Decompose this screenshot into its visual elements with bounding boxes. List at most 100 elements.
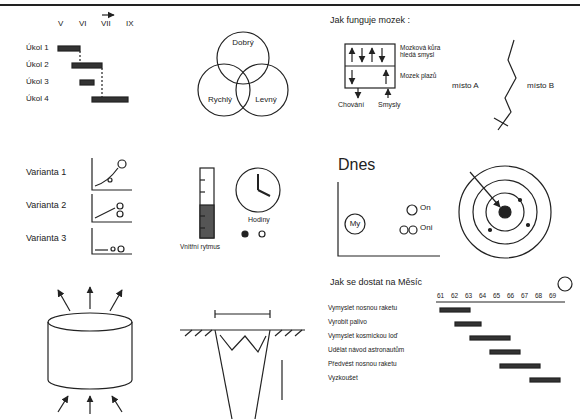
pit-sketch-part: [281, 360, 282, 400]
river-line-part: [494, 118, 508, 126]
task-label: Úkol 1: [26, 44, 49, 53]
group-circle: My: [344, 213, 366, 235]
clock-sketch-part: [242, 231, 248, 237]
venn-circle: Dobrý: [216, 31, 270, 85]
top-rule: [0, 4, 580, 6]
moon-plan-part: [490, 350, 520, 354]
clock-sketch-part: [236, 168, 280, 212]
sketch-art-part: [0, 5, 580, 419]
gantt-sketch-part: [102, 14, 114, 15]
cylinder-sketch: [48, 287, 132, 414]
cylinder-sketch-part: [131, 322, 132, 380]
task-label: Úkol 2: [26, 61, 49, 70]
clock-sketch-part: [200, 168, 214, 238]
input-label: Smysly: [378, 101, 401, 109]
brain-sketch-part: [361, 48, 362, 62]
clock-sketch-part: [257, 174, 259, 190]
brain-sketch-part: [371, 48, 372, 62]
pit-sketch-part: [180, 329, 305, 330]
variant-graphs-part: [118, 246, 124, 252]
circle-outline: [217, 32, 269, 84]
column-label: VII: [101, 20, 111, 29]
year-label: 69: [549, 292, 556, 299]
cylinder-sketch-part: [58, 396, 68, 412]
brain-sketch-part: [345, 44, 395, 88]
today-chart-part: [409, 226, 417, 234]
clock-label: Hodiny: [248, 216, 270, 224]
variant-graphs-part: [92, 228, 132, 254]
moon-plan-part: [530, 378, 560, 382]
river-line-part: [498, 40, 516, 130]
target-sketch-part: [473, 180, 537, 244]
cylinder-sketch-part: [48, 380, 132, 389]
cylinder-sketch-part: [48, 313, 132, 331]
today-chart-part: [338, 182, 440, 256]
pit-sketch: [180, 310, 305, 419]
pit-sketch-part: [195, 330, 202, 336]
circle-label: Rychlý: [208, 96, 232, 105]
clock-sketch-part: [200, 215, 205, 216]
pit-sketch-part: [269, 310, 270, 318]
brain-sketch-part: [387, 89, 388, 98]
variant-graphs-part: [118, 160, 126, 168]
column-label: VI: [79, 20, 87, 29]
target-sketch-part: [489, 229, 492, 232]
variant-graphs-part: [92, 158, 132, 190]
variant-label: Varianta 1: [26, 168, 66, 178]
clock-sketch: [200, 168, 280, 238]
today-chart-part: [407, 205, 417, 215]
year-label: 64: [479, 292, 486, 299]
variant-graphs: [92, 158, 132, 254]
step-label: Vyrobit palivo: [328, 318, 367, 325]
circle-label: Dobrý: [232, 39, 253, 48]
year-label: 66: [507, 292, 514, 299]
pit-sketch-part: [185, 330, 192, 336]
brain-sketch-part: [385, 70, 386, 84]
variant-graphs-part: [117, 203, 123, 209]
clock-sketch-part: [200, 205, 214, 238]
target-sketch-part: [459, 166, 551, 258]
pit-sketch-part: [215, 330, 232, 419]
cylinder-sketch-part: [112, 396, 122, 412]
cylinder-sketch-part: [89, 287, 90, 309]
task-label: Úkol 4: [26, 95, 49, 104]
year-label: 62: [451, 292, 458, 299]
cylinder-sketch-part: [58, 290, 70, 311]
group-label: Oni: [420, 224, 432, 233]
pit-sketch-part: [295, 330, 302, 336]
circle-label: Levný: [255, 96, 276, 105]
pit-sketch-part: [275, 330, 282, 336]
venn-circle: Levný: [235, 63, 289, 117]
variant-graphs-part: [95, 208, 115, 218]
moon-plan-part: [436, 301, 565, 302]
group-label: On: [420, 204, 431, 213]
pit-sketch-part: [205, 330, 212, 336]
gantt-sketch-part: [79, 51, 80, 63]
circle-outline: [197, 63, 251, 117]
moon-plan-part: [500, 364, 540, 368]
variant-label: Varianta 2: [26, 201, 66, 211]
year-label: 68: [535, 292, 542, 299]
step-label: Udělat návod astronautům: [328, 346, 404, 353]
today-chart-part: [400, 226, 408, 234]
variant-graphs-part: [108, 178, 112, 182]
moon-plan-part: [470, 336, 510, 340]
moon-plan-part: [455, 322, 481, 326]
target-sketch-part: [519, 199, 522, 202]
clock-sketch-part: [200, 227, 205, 228]
brain-sketch-part: [345, 65, 395, 66]
circle-outline: [198, 64, 250, 116]
target-sketch-part: [486, 193, 524, 231]
year-label: 61: [437, 292, 444, 299]
today-chart: [338, 182, 440, 256]
region-note: Mozek plazů: [400, 72, 448, 79]
brain-sketch-part: [381, 48, 382, 62]
gantt-sketch: [58, 15, 128, 102]
target-sketch-part: [527, 224, 530, 227]
task-label: Úkol 3: [26, 78, 49, 87]
moon-plan: [436, 277, 572, 382]
variant-graphs-part: [92, 194, 132, 222]
variant-label: Varianta 3: [26, 234, 66, 244]
brain-sketch-part: [351, 48, 352, 62]
